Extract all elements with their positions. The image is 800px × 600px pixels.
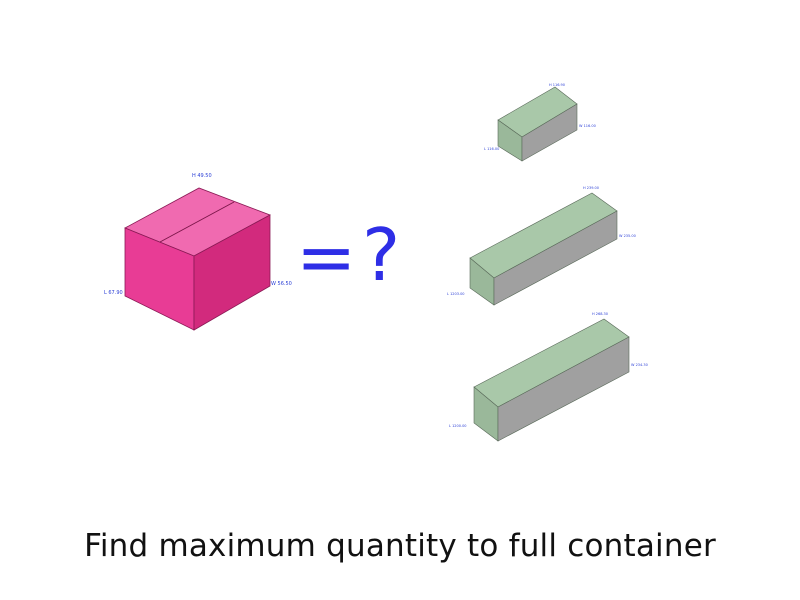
carton-box: H 49.50 L 67.90 W 56.50 (104, 173, 292, 331)
question-mark: ? (362, 213, 400, 297)
carton-width-label: W 56.50 (271, 281, 292, 287)
caption-text: Find maximum quantity to full container (84, 528, 716, 564)
container-small-length-label: L 116.00 (484, 147, 499, 151)
container-medium-length-label: L 1203.00 (447, 292, 465, 296)
container-medium: H 239.00 W 235.00 L 1203.00 (447, 186, 636, 306)
carton-tape-seam (159, 201, 235, 243)
container-large-length-label: L 1200.00 (449, 424, 467, 428)
carton-right-face (193, 214, 271, 331)
container-small-side-face (521, 103, 578, 162)
container-large-side-face (497, 336, 630, 442)
container-large-width-label: W 234.30 (631, 363, 648, 367)
container-small-width-label: W 116.00 (579, 124, 596, 128)
equals-sign: = (296, 215, 356, 299)
container-small: H 116.90 W 116.00 L 116.00 (484, 83, 596, 162)
carton-length-label: L 67.90 (104, 290, 123, 296)
container-large: H 268.30 W 234.30 L 1200.00 (449, 312, 648, 442)
carton-height-label: H 49.50 (192, 173, 212, 179)
container-medium-side-face (493, 210, 618, 306)
container-medium-height-label: H 239.00 (583, 186, 599, 190)
container-medium-width-label: W 235.00 (619, 234, 636, 238)
container-large-height-label: H 268.30 (592, 312, 608, 316)
container-small-height-label: H 116.90 (549, 83, 565, 87)
